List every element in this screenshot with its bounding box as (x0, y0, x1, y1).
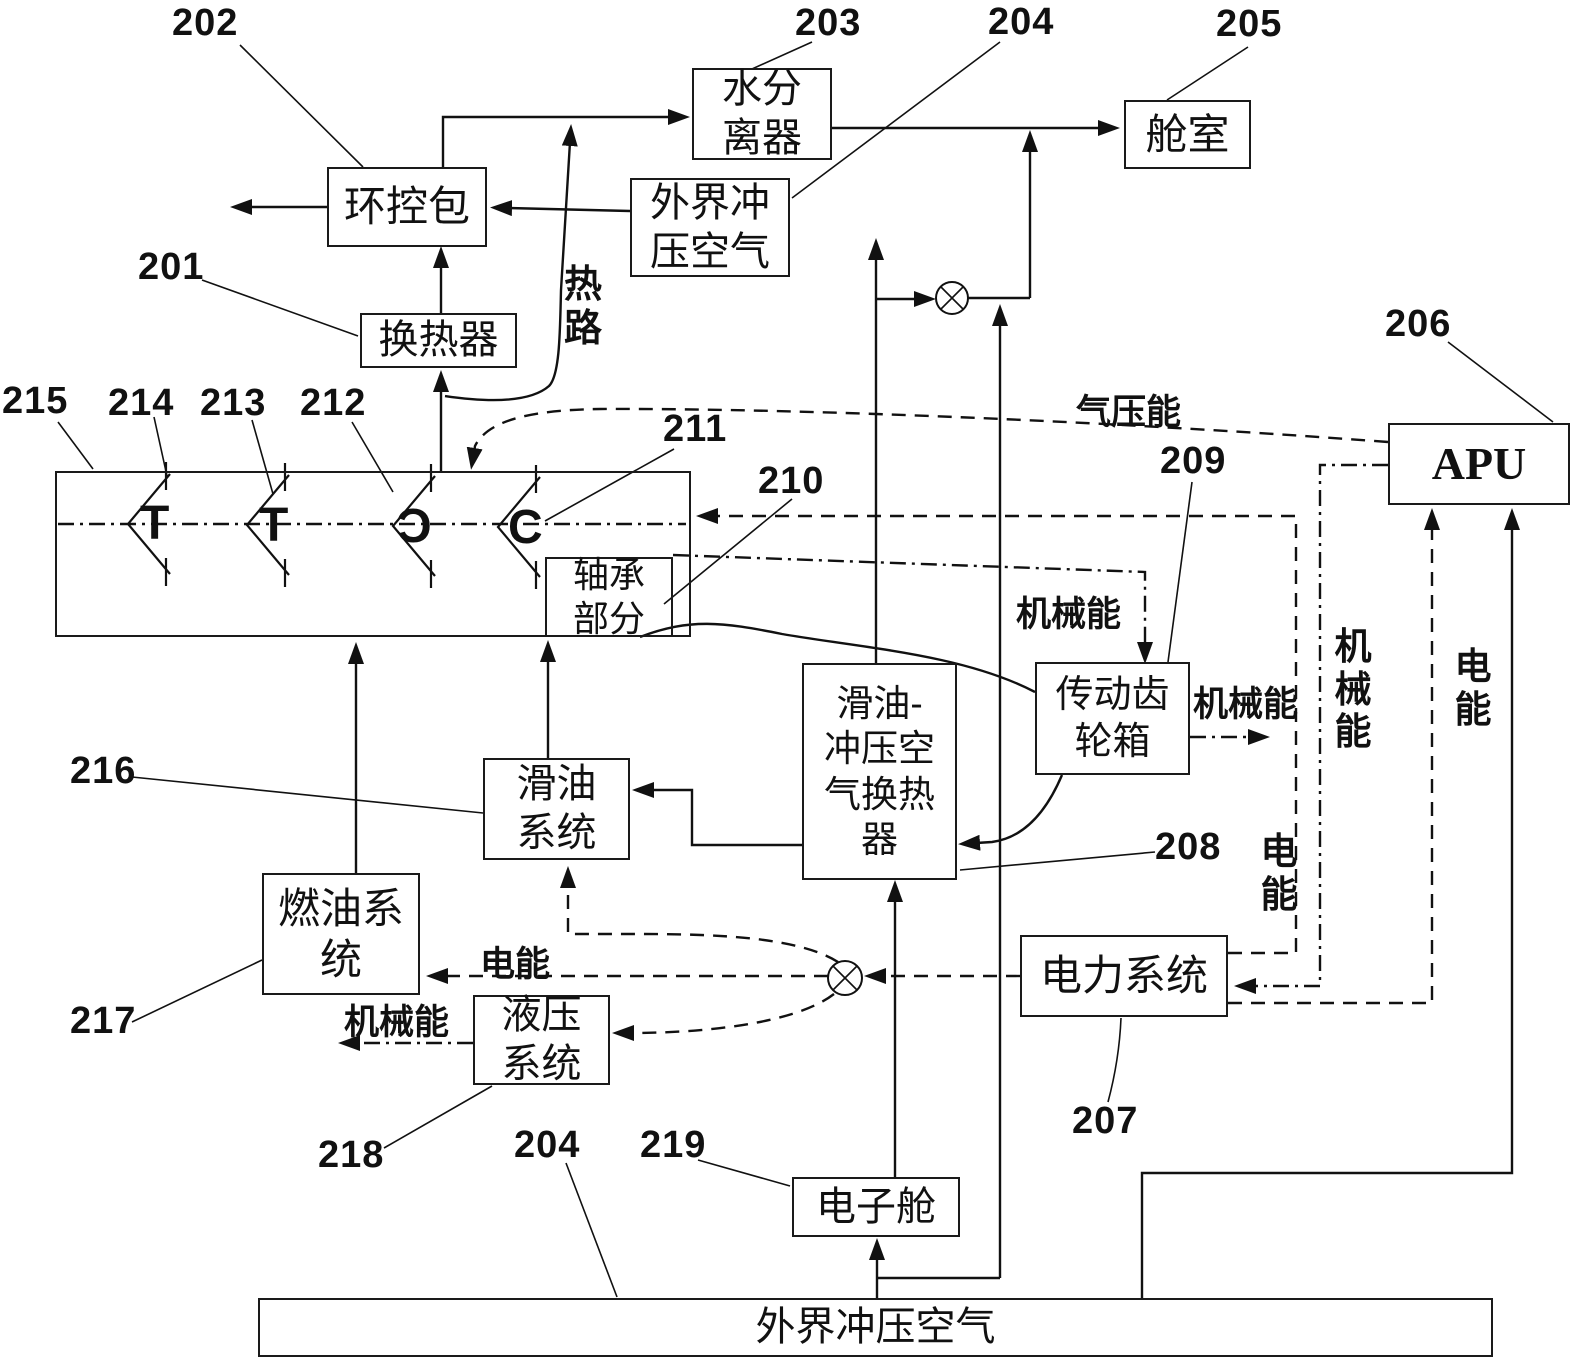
hx-to-oil-system-line (632, 782, 802, 847)
leader-213 (251, 419, 274, 495)
ref-label-209: 209 (1160, 440, 1227, 482)
ref-label-218: 218 (318, 1134, 385, 1176)
solid-flow-lines (230, 109, 1520, 1298)
electric-energy-label-fuel: 电能 (480, 945, 551, 984)
leader-212 (351, 421, 394, 493)
ref-label-212: 212 (300, 382, 367, 424)
bearing-section-box: 轴承 部分 (545, 554, 673, 639)
apu-box: APU (1388, 423, 1570, 505)
ecs-pack-box: 环控包 (327, 167, 487, 247)
leader-207 (1107, 1017, 1122, 1103)
water-separator-box: 水分 离器 (692, 67, 832, 160)
apu-to-power-mech-line (1234, 463, 1388, 994)
mech-energy-label-apu: 机械能 (1334, 626, 1372, 753)
ref-label-204-bottom: 204 (514, 1124, 581, 1166)
power-to-apu-electric-line (1228, 508, 1440, 1005)
ram-air-to-apu-line (1140, 508, 1520, 1298)
compressor-2-letter: C (508, 501, 543, 554)
power-to-engine-electric-line (696, 508, 1298, 955)
leader-217 (131, 959, 263, 1023)
ram-air-bottom-box: 外界冲压空气 (258, 1298, 1493, 1357)
fuel-system-box: 燃油系 统 (262, 873, 420, 995)
leader-203 (751, 41, 813, 70)
leader-204-bottom (565, 1162, 618, 1298)
ref-label-206: 206 (1385, 303, 1452, 345)
ref-label-214: 214 (108, 382, 175, 424)
mech-energy-label-gearbox-in: 机械能 (1016, 595, 1122, 634)
ref-label-203: 203 (795, 2, 862, 44)
apu-pneumatic-to-engine-line (466, 407, 1389, 470)
heat-path-label: 热路 (563, 264, 602, 350)
ref-label-211: 211 (663, 408, 728, 450)
ref-label-213: 213 (200, 382, 267, 424)
ref-label-219: 219 (640, 1124, 707, 1166)
electric-energy-label-apu: 电能 (1454, 646, 1492, 730)
ref-label-207: 207 (1072, 1100, 1139, 1142)
power-system-box: 电力系统 (1020, 935, 1228, 1017)
ref-label-215: 215 (2, 380, 69, 422)
mix-valve-icon (935, 281, 969, 315)
electric-energy-label-engine: 电能 (1260, 831, 1298, 915)
valve-to-oil-electric-line (560, 866, 839, 964)
leader-210 (663, 498, 793, 605)
ref-label-202: 202 (172, 2, 239, 44)
ref-label-216: 216 (70, 750, 137, 792)
leader-208 (959, 851, 1156, 871)
leader-218 (383, 1085, 493, 1149)
dashed-energy-lines (426, 407, 1440, 1041)
ref-label-205: 205 (1216, 3, 1283, 45)
cabin-box: 舱室 (1124, 100, 1251, 169)
electric-node-icon (827, 960, 863, 996)
heat-path-line (444, 124, 578, 402)
bearing-to-gearbox-mech-line (672, 553, 1153, 664)
ref-label-201: 201 (138, 246, 205, 288)
mech-energy-label-gearbox-out: 机械能 (1193, 685, 1299, 724)
turbine-compressor-chevrons (126, 462, 541, 589)
leader-215 (57, 421, 94, 470)
leader-216 (131, 776, 484, 814)
turbine-1-chevron-icon (126, 462, 171, 586)
dashdot-mechanical-lines (58, 463, 1388, 1051)
leader-202 (239, 44, 364, 168)
compressor-1-chevron-icon (391, 464, 436, 588)
compressor-2-chevron-icon (496, 465, 541, 589)
reference-leader-lines (57, 41, 1554, 1298)
oil-system-box: 滑油 系统 (483, 758, 630, 860)
electronics-bay-box: 电子舱 (792, 1177, 960, 1237)
symbols (126, 281, 969, 996)
heat-exchanger-box: 换热器 (360, 313, 517, 368)
mech-energy-label-hydraulic: 机械能 (344, 1003, 450, 1042)
pneumatic-energy-label: 气压能 (1076, 393, 1182, 432)
oil-ram-air-hx-box: 滑油- 冲压空 气换热 器 (802, 663, 957, 880)
ram-air-to-ecs-pack-arrow (490, 200, 631, 217)
leader-219 (697, 1159, 791, 1187)
hydraulic-system-box: 液压 系统 (473, 993, 610, 1086)
valve-to-hydraulic-electric-line (612, 993, 835, 1041)
gearbox-box: 传动齿 轮箱 (1035, 662, 1190, 775)
ram-air-top-box: 外界冲 压空气 (630, 178, 790, 277)
leader-211 (544, 448, 675, 522)
compressor-1-letter: Ɔ (397, 500, 432, 553)
ecs-pack-to-water-separator-line (441, 109, 690, 167)
ref-label-204-top: 204 (988, 1, 1055, 43)
engine-box (55, 471, 691, 637)
leader-205 (1166, 46, 1249, 101)
ref-label-210: 210 (758, 460, 825, 502)
gearbox-to-hx-oil-line (958, 774, 1064, 851)
leader-206 (1447, 341, 1554, 423)
turbine-1-letter: T (140, 497, 170, 550)
ref-label-217: 217 (70, 1000, 137, 1042)
valve-to-cabin-line-riser (968, 148, 1030, 300)
leader-214 (153, 416, 168, 477)
turbine-2-letter: T (259, 499, 289, 552)
leader-204-top (791, 41, 1001, 199)
leader-209 (1167, 481, 1193, 663)
ref-label-208: 208 (1155, 826, 1222, 868)
leader-201 (201, 279, 359, 337)
turbine-2-chevron-icon (245, 463, 290, 587)
